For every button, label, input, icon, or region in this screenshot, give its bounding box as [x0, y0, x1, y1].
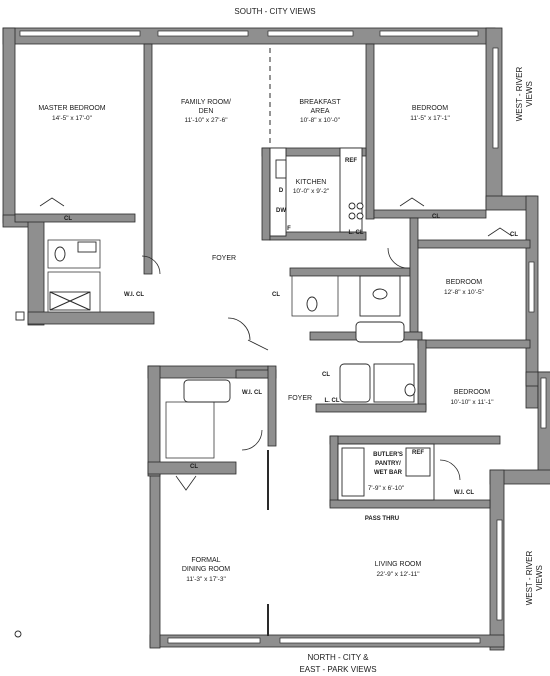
- bedroom-mid-name: BEDROOM: [446, 279, 482, 286]
- west-views-lower-2: VIEWS: [535, 565, 544, 591]
- pantry-dims: 7'-9" x 6'-10": [368, 485, 405, 492]
- kitchen-f: F: [287, 226, 291, 232]
- lower-bath: [165, 363, 416, 459]
- dining-name-2: DINING ROOM: [182, 566, 230, 573]
- family-room-name-2: DEN: [199, 108, 214, 115]
- bedroom-top-name: BEDROOM: [412, 105, 448, 112]
- pantry-line-1: BUTLER'S: [373, 452, 403, 458]
- kitchen-d: D: [279, 188, 284, 194]
- kitchen-name: KITCHEN: [296, 179, 327, 186]
- living-dims: 22'-9" x 12'-11": [376, 571, 420, 578]
- foyer-upper-name: FOYER: [212, 255, 236, 262]
- exterior-walls: [2, 27, 550, 651]
- foyer-lower-name: FOYER: [288, 395, 312, 402]
- closet-foyer-left: CL: [272, 292, 280, 298]
- closet-foyer-mid: CL: [322, 372, 330, 378]
- closet-master: CL: [64, 216, 72, 222]
- north-views-label-2: EAST - PARK VIEWS: [299, 665, 376, 674]
- master-bath: [47, 239, 101, 313]
- kitchen-ref: REF: [345, 158, 357, 164]
- mid-bath: [291, 275, 405, 343]
- corner-mark-upper: [15, 311, 25, 321]
- breakfast-dims: 10'-8" x 10'-0": [300, 117, 341, 124]
- pass-thru-label: PASS THRU: [365, 516, 399, 522]
- bedroom-low-dims: 10'-10" x 11'-1": [450, 399, 494, 406]
- west-views-lower-1: WEST - RIVER: [525, 551, 534, 606]
- butlers-pantry-fixtures: [337, 443, 435, 501]
- family-room-name-1: FAMILY ROOM/: [181, 99, 231, 106]
- south-views-label: SOUTH - CITY VIEWS: [234, 7, 315, 16]
- master-bedroom-dims: 14'-5" x 17'-0": [52, 115, 93, 122]
- corner-mark-lower: [14, 630, 22, 638]
- closet-dining: CL: [190, 464, 198, 470]
- pantry-ref: REF: [412, 450, 424, 456]
- closet-foyer-linen: L. CL: [325, 398, 340, 404]
- kitchen-dims: 10'-0" x 9'-2": [293, 188, 330, 195]
- breakfast-name-1: BREAKFAST: [299, 99, 341, 106]
- living-name: LIVING ROOM: [375, 561, 422, 568]
- family-room-dims: 11'-10" x 27'-6": [184, 117, 228, 124]
- closet-right-hall: CL: [510, 232, 518, 238]
- dining-dims: 11'-3" x 17'-3": [186, 576, 226, 583]
- dining-name-1: FORMAL: [191, 557, 220, 564]
- kitchen-dw: DW: [276, 208, 286, 214]
- bedroom-top-dims: 11'-5" x 17'-1": [410, 115, 450, 122]
- closet-master-walkin: W.I. CL: [124, 292, 144, 298]
- windows: [19, 30, 547, 644]
- kitchen-fixtures: [269, 147, 364, 237]
- pantry-line-2: PANTRY/: [375, 461, 401, 467]
- closet-foyer-walkin: W.I. CL: [242, 390, 262, 396]
- breakfast-name-2: AREA: [310, 108, 329, 115]
- bedroom-low-name: BEDROOM: [454, 389, 490, 396]
- doors: [39, 197, 513, 491]
- closet-kitchen-linen: L. CL: [349, 230, 364, 236]
- pantry-line-3: WET BAR: [374, 470, 403, 476]
- closet-living-walkin: W.I. CL: [454, 490, 474, 496]
- master-bedroom-name: MASTER BEDROOM: [38, 105, 105, 112]
- bedroom-mid-dims: 12'-8" x 10'-5": [444, 289, 485, 296]
- west-views-upper-2: VIEWS: [525, 81, 534, 107]
- north-views-label-1: NORTH - CITY &: [307, 653, 369, 662]
- west-views-upper-1: WEST - RIVER: [515, 67, 524, 122]
- closet-bedroom-top: CL: [432, 214, 440, 220]
